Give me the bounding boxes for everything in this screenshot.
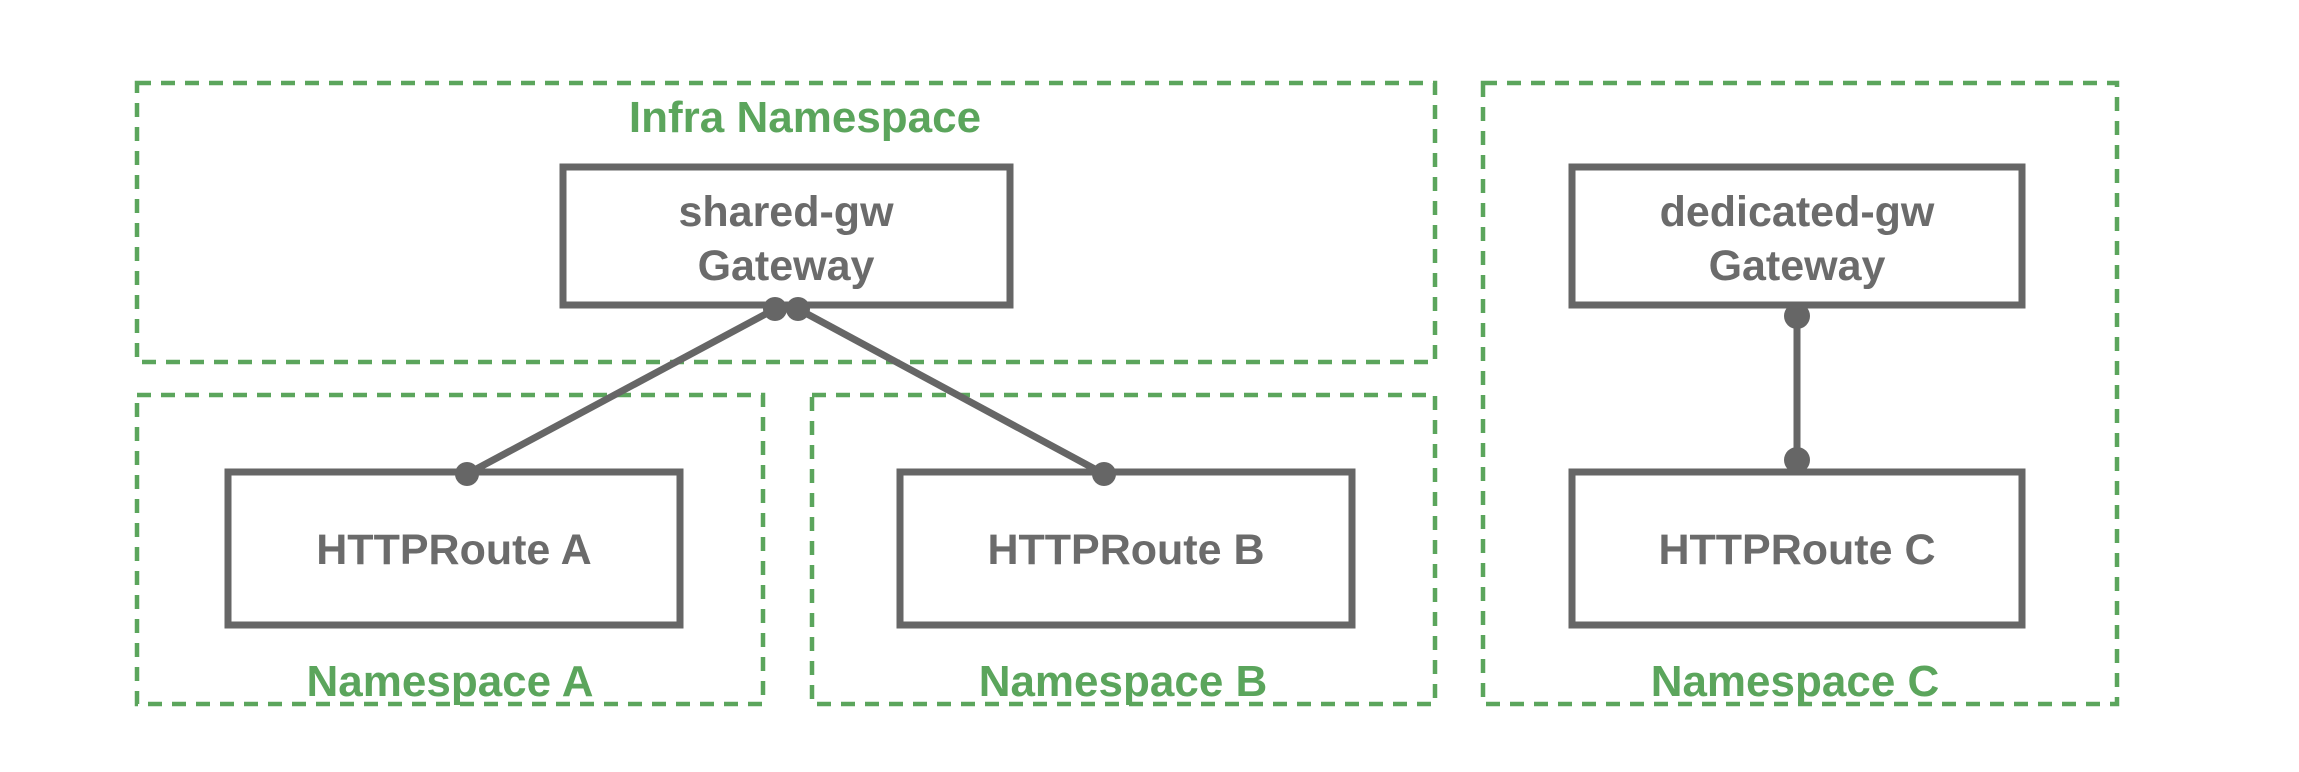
- httproute-c-node: [1568, 468, 2026, 629]
- edge-shared-gw-to-route-a: [465, 305, 777, 478]
- namespace-b-box: [809, 392, 1438, 707]
- connection-dot-shared-gw-right: [786, 297, 810, 321]
- infra-namespace-box: [134, 80, 1438, 365]
- edge-shared-gw-to-route-b: [796, 305, 1106, 478]
- namespace-a-box: [134, 392, 766, 707]
- httproute-a-node: [224, 468, 684, 629]
- connection-dot-route-c: [1784, 447, 1810, 473]
- dedicated-gw-kind-label: Gateway: [1709, 242, 1886, 290]
- shared-gw-name-label: shared-gw: [678, 188, 894, 236]
- shared-gw-kind-label: Gateway: [698, 242, 875, 290]
- httproute-c-label: HTTPRoute C: [1658, 526, 1935, 574]
- namespace-b-label: Namespace B: [979, 657, 1268, 706]
- shared-gw-gateway-node: [559, 163, 1014, 309]
- httproute-b-node: [896, 468, 1356, 629]
- dedicated-gw-name-label: dedicated-gw: [1660, 188, 1935, 236]
- namespace-a-label: Namespace A: [307, 657, 594, 706]
- connection-dot-dedicated-gw: [1784, 303, 1810, 329]
- httproute-b-label: HTTPRoute B: [987, 526, 1264, 574]
- connection-dot-shared-gw-left: [763, 297, 787, 321]
- infra-namespace-label: Infra Namespace: [629, 93, 981, 142]
- namespace-c-box: [1480, 80, 2120, 707]
- httproute-a-label: HTTPRoute A: [316, 526, 592, 574]
- connection-dot-route-a: [455, 462, 479, 486]
- namespace-c-label: Namespace C: [1651, 657, 1940, 706]
- connection-dot-route-b: [1092, 462, 1116, 486]
